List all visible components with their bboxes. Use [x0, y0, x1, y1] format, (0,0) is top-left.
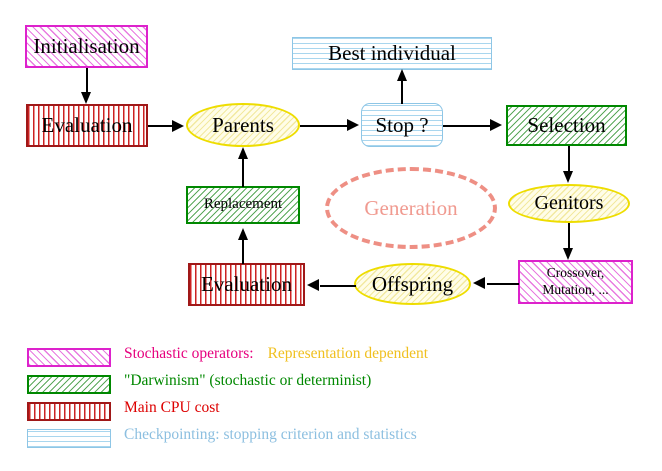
edge-offspring-evaluation-arrowhead — [307, 279, 319, 291]
legend-swatch-darwinism — [27, 375, 111, 394]
node-genitors[interactable]: Genitors — [508, 184, 630, 223]
legend-swatch-checkpointing — [27, 429, 111, 448]
legend-label-stochastic-operators: Stochastic operators: Representation depe… — [124, 345, 428, 363]
edge-genitors-crossover-arrowhead — [563, 248, 573, 260]
edge-genitors-crossover — [568, 223, 570, 249]
legend-label-stochastic-operators-part1: Stochastic operators: — [124, 345, 254, 362]
edge-crossover-offspring — [487, 283, 519, 285]
legend-swatch-stochastic-operators — [27, 348, 111, 367]
edge-replacement-parents-arrowhead — [238, 147, 248, 159]
edge-stop-selection-arrowhead — [490, 119, 502, 131]
edge-evaluation-replacement-arrowhead — [238, 228, 248, 240]
edge-initialisation-evaluation — [86, 68, 88, 94]
legend-swatch-main-cpu-cost — [27, 402, 111, 421]
node-stop[interactable]: Stop ? — [361, 103, 443, 147]
node-initialisation[interactable]: Initialisation — [25, 25, 148, 68]
edge-selection-genitors — [568, 146, 570, 173]
node-evaluation-top[interactable]: Evaluation — [26, 104, 148, 147]
node-replacement[interactable]: Replacement — [186, 186, 300, 224]
edge-selection-genitors-arrowhead — [563, 171, 573, 183]
node-best-individual[interactable]: Best individual — [292, 37, 492, 70]
node-offspring[interactable]: Offspring — [354, 263, 471, 305]
node-crossover-mutation[interactable]: Crossover, Mutation, ... — [518, 260, 633, 304]
edge-stop-selection — [443, 125, 491, 127]
node-evaluation-bottom[interactable]: Evaluation — [188, 263, 305, 306]
legend-label-representation-dependent: Representation dependent — [267, 345, 429, 362]
edge-evaluation-parents — [148, 125, 174, 127]
edge-evaluation-replacement — [242, 238, 244, 264]
edge-stop-best-individual-arrowhead — [397, 69, 407, 81]
edge-parents-stop-arrowhead — [347, 119, 359, 131]
edge-offspring-evaluation — [320, 285, 356, 287]
edge-stop-best-individual — [401, 80, 403, 104]
node-parents[interactable]: Parents — [186, 103, 300, 147]
node-selection[interactable]: Selection — [506, 105, 627, 146]
edge-initialisation-evaluation-arrowhead — [81, 92, 91, 104]
node-generation-annotation: Generation — [325, 167, 497, 249]
legend-label-darwinism: "Darwinism" (stochastic or determinist) — [124, 372, 372, 389]
legend-label-checkpointing: Checkpointing: stopping criterion and st… — [124, 426, 417, 443]
edge-parents-stop — [300, 125, 348, 127]
edge-crossover-offspring-arrowhead — [473, 277, 485, 289]
edge-evaluation-parents-arrowhead — [172, 120, 184, 132]
edge-replacement-parents — [242, 158, 244, 187]
legend-label-main-cpu-cost: Main CPU cost — [124, 399, 220, 416]
